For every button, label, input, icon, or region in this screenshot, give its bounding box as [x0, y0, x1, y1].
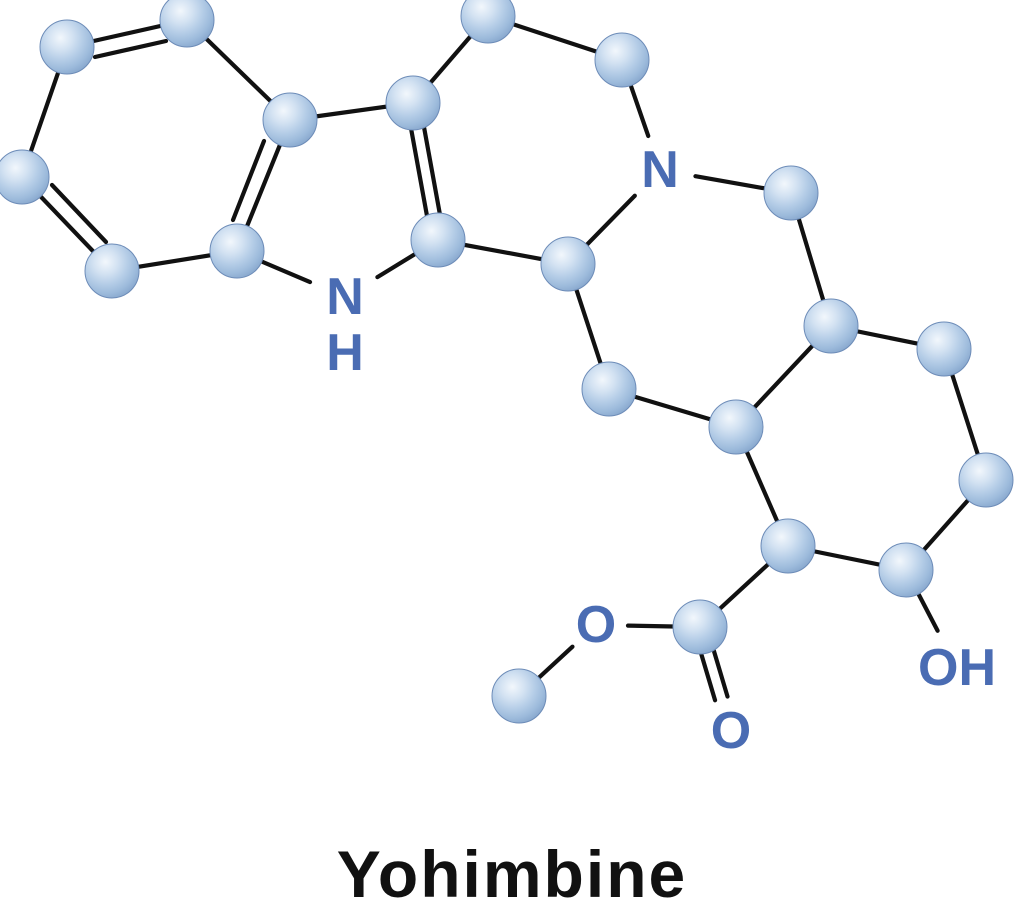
- aromatic-inner-bond: [230, 138, 267, 223]
- atom-sphere: [385, 75, 441, 131]
- atom-sphere: [159, 0, 215, 48]
- atom-sphere: [708, 399, 764, 455]
- atom-sphere: [410, 212, 466, 268]
- atom-sphere: [878, 542, 934, 598]
- atom-sphere: [540, 236, 596, 292]
- atom-sphere: [39, 19, 95, 75]
- atom-sphere: [594, 32, 650, 88]
- bond-layer: [19, 13, 989, 703]
- atom-label-o3: OH: [918, 639, 996, 697]
- atom-layer: [0, 0, 1014, 724]
- atom-sphere: [209, 223, 265, 279]
- atom-sphere: [460, 0, 516, 44]
- atom-label-n1: N: [326, 268, 364, 326]
- aromatic-inner-bond: [92, 38, 169, 60]
- atom-sphere: [958, 452, 1014, 508]
- atom-sphere: [760, 518, 816, 574]
- atom-sphere: [763, 165, 819, 221]
- atom-sphere: [803, 298, 859, 354]
- atom-sphere: [0, 149, 50, 205]
- molecule-title: Yohimbine: [336, 837, 688, 911]
- atom-sphere: [262, 92, 318, 148]
- atom-sphere: [581, 361, 637, 417]
- atom-label-o1: O: [576, 596, 616, 654]
- atom-sphere: [672, 599, 728, 655]
- atom-label-o2: O: [711, 702, 751, 760]
- atom-sphere: [84, 243, 140, 299]
- aromatic-inner-bond: [49, 182, 109, 245]
- atom-label-n4: N: [641, 141, 679, 199]
- atom-sphere: [916, 321, 972, 377]
- atom-label-n1-h: H: [326, 324, 364, 382]
- atom-sphere: [491, 668, 547, 724]
